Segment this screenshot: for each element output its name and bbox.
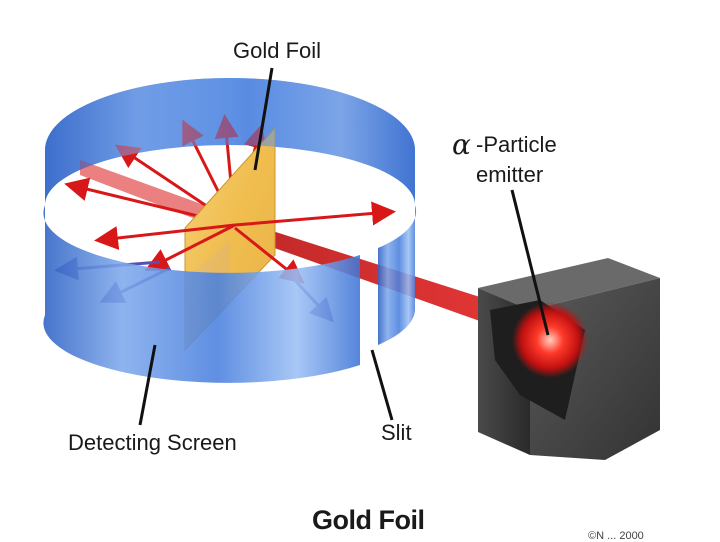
slit-label: Slit: [381, 420, 412, 445]
alpha-emitter-block: [478, 258, 660, 460]
figure-caption: Gold Foil: [312, 505, 425, 535]
detecting-screen-front-wall: [43, 78, 417, 383]
emitter-label-line1: -Particle: [476, 132, 557, 157]
detecting-screen-label: Detecting Screen: [68, 430, 237, 455]
label-leader-lines: [138, 67, 550, 426]
alpha-symbol: α: [452, 128, 471, 161]
copyright-notice: ©N ... 2000: [588, 530, 644, 542]
emitter-label-line2: emitter: [476, 162, 544, 187]
gold-foil-label: Gold Foil: [233, 38, 322, 63]
